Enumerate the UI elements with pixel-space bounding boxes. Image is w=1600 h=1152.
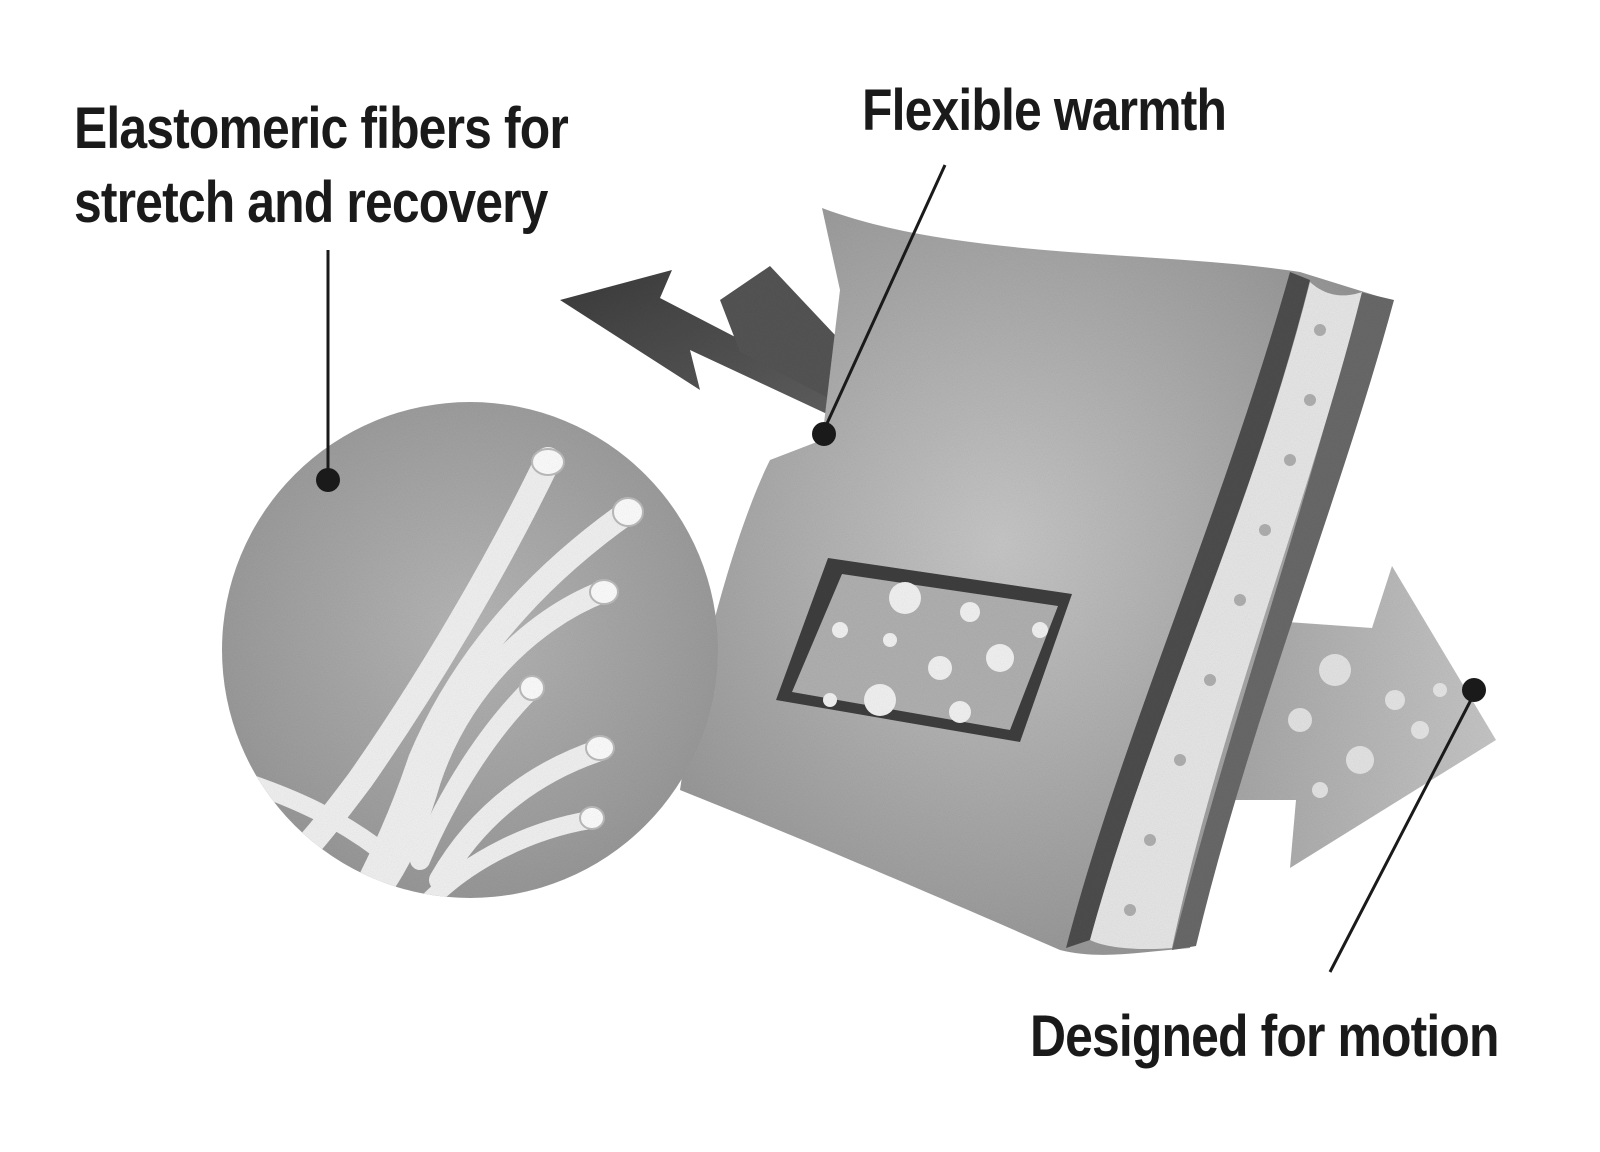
label-elastomeric-line1: Elastomeric fibers for [74, 96, 569, 161]
motion-arrow-icon [1230, 566, 1496, 868]
callout-designed-for-motion [1328, 678, 1486, 973]
label-elastomeric-fibers: Elastomeric fibers for stretch and recov… [74, 92, 569, 240]
label-designed-for-motion: Designed for motion [1030, 1004, 1499, 1069]
label-flexible-warmth: Flexible warmth [862, 78, 1227, 143]
label-elastomeric-line2: stretch and recovery [74, 170, 548, 235]
callout-elastomeric [316, 250, 340, 492]
fabric-swatch-icon [680, 208, 1394, 955]
magnified-fibers-circle-icon [222, 402, 718, 898]
callout-flexible-warmth [812, 164, 947, 446]
